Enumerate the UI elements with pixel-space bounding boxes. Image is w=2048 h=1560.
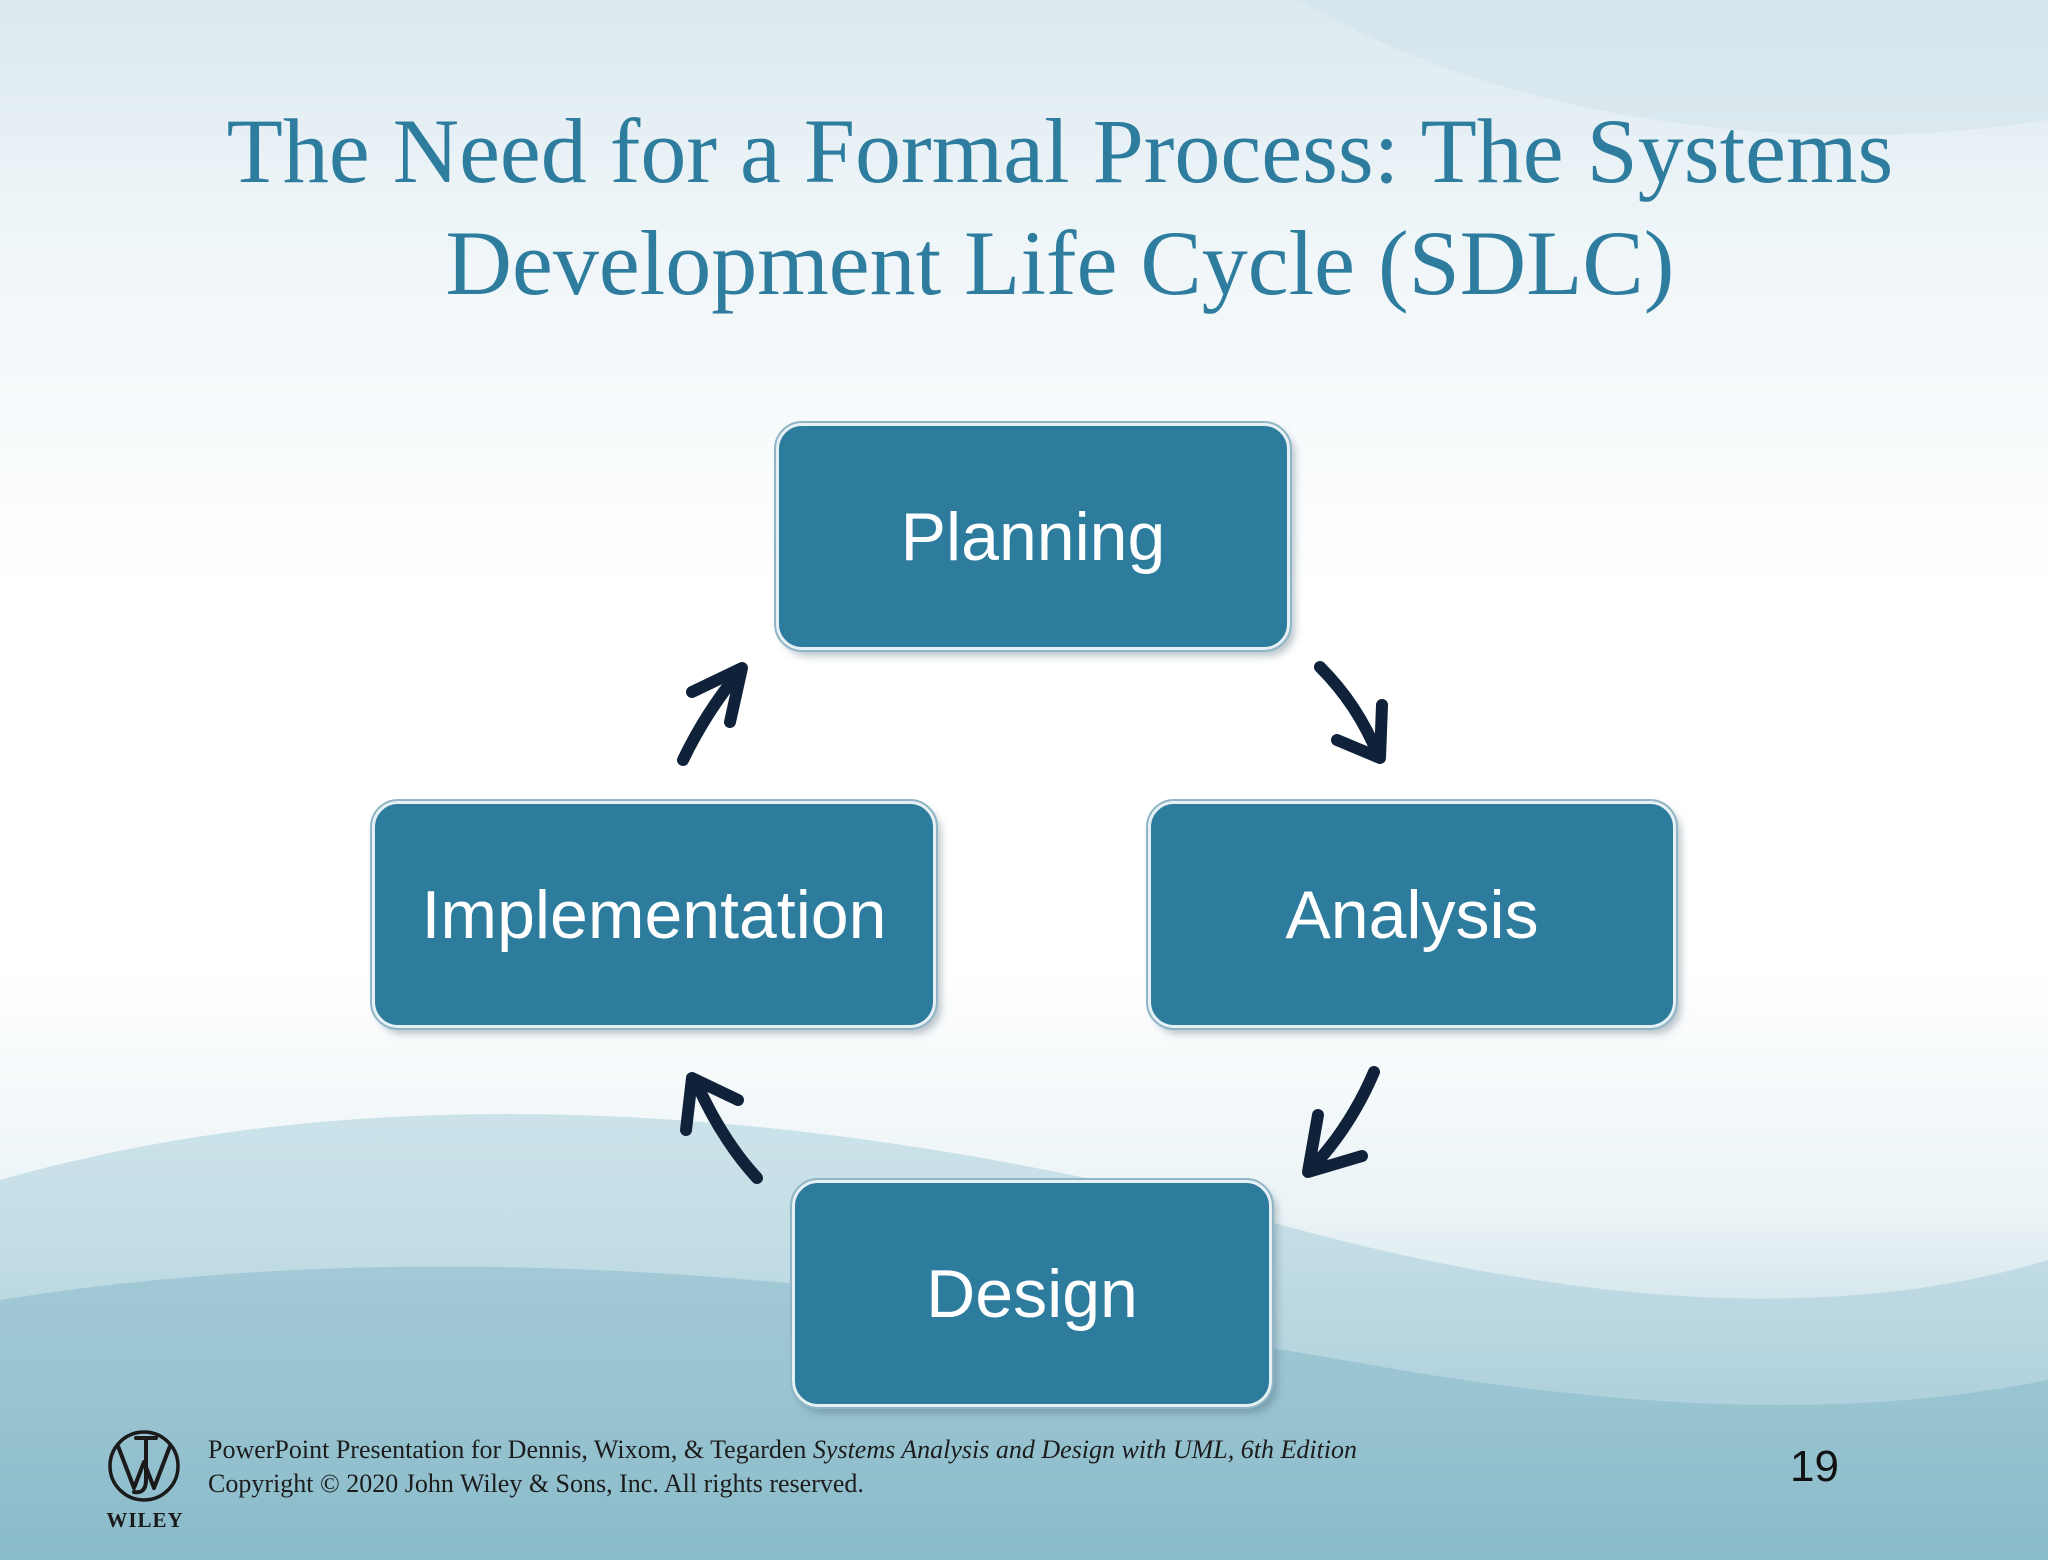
footer-credits: PowerPoint Presentation for Dennis, Wixo… xyxy=(208,1433,1357,1501)
wiley-wordmark: WILEY xyxy=(106,1508,184,1532)
node-analysis: Analysis xyxy=(1146,799,1678,1030)
title-line-1: The Need for a Formal Process: The Syste… xyxy=(226,100,1894,202)
footer-presentation-text: PowerPoint Presentation for Dennis, Wixo… xyxy=(208,1435,813,1464)
slide-title: The Need for a Formal Process: The Syste… xyxy=(100,95,2020,319)
footer-line-1: PowerPoint Presentation for Dennis, Wixo… xyxy=(208,1433,1357,1467)
title-line-2: Development Life Cycle (SDLC) xyxy=(445,212,1675,314)
node-planning: Planning xyxy=(774,421,1292,652)
page-number: 19 xyxy=(1790,1442,1839,1491)
footer-copyright: Copyright © 2020 John Wiley & Sons, Inc.… xyxy=(208,1469,864,1498)
footer-book-title: Systems Analysis and Design with UML, 6t… xyxy=(812,1435,1357,1464)
node-implementation: Implementation xyxy=(370,799,938,1030)
wiley-logo xyxy=(108,1430,180,1502)
node-design: Design xyxy=(790,1178,1274,1409)
